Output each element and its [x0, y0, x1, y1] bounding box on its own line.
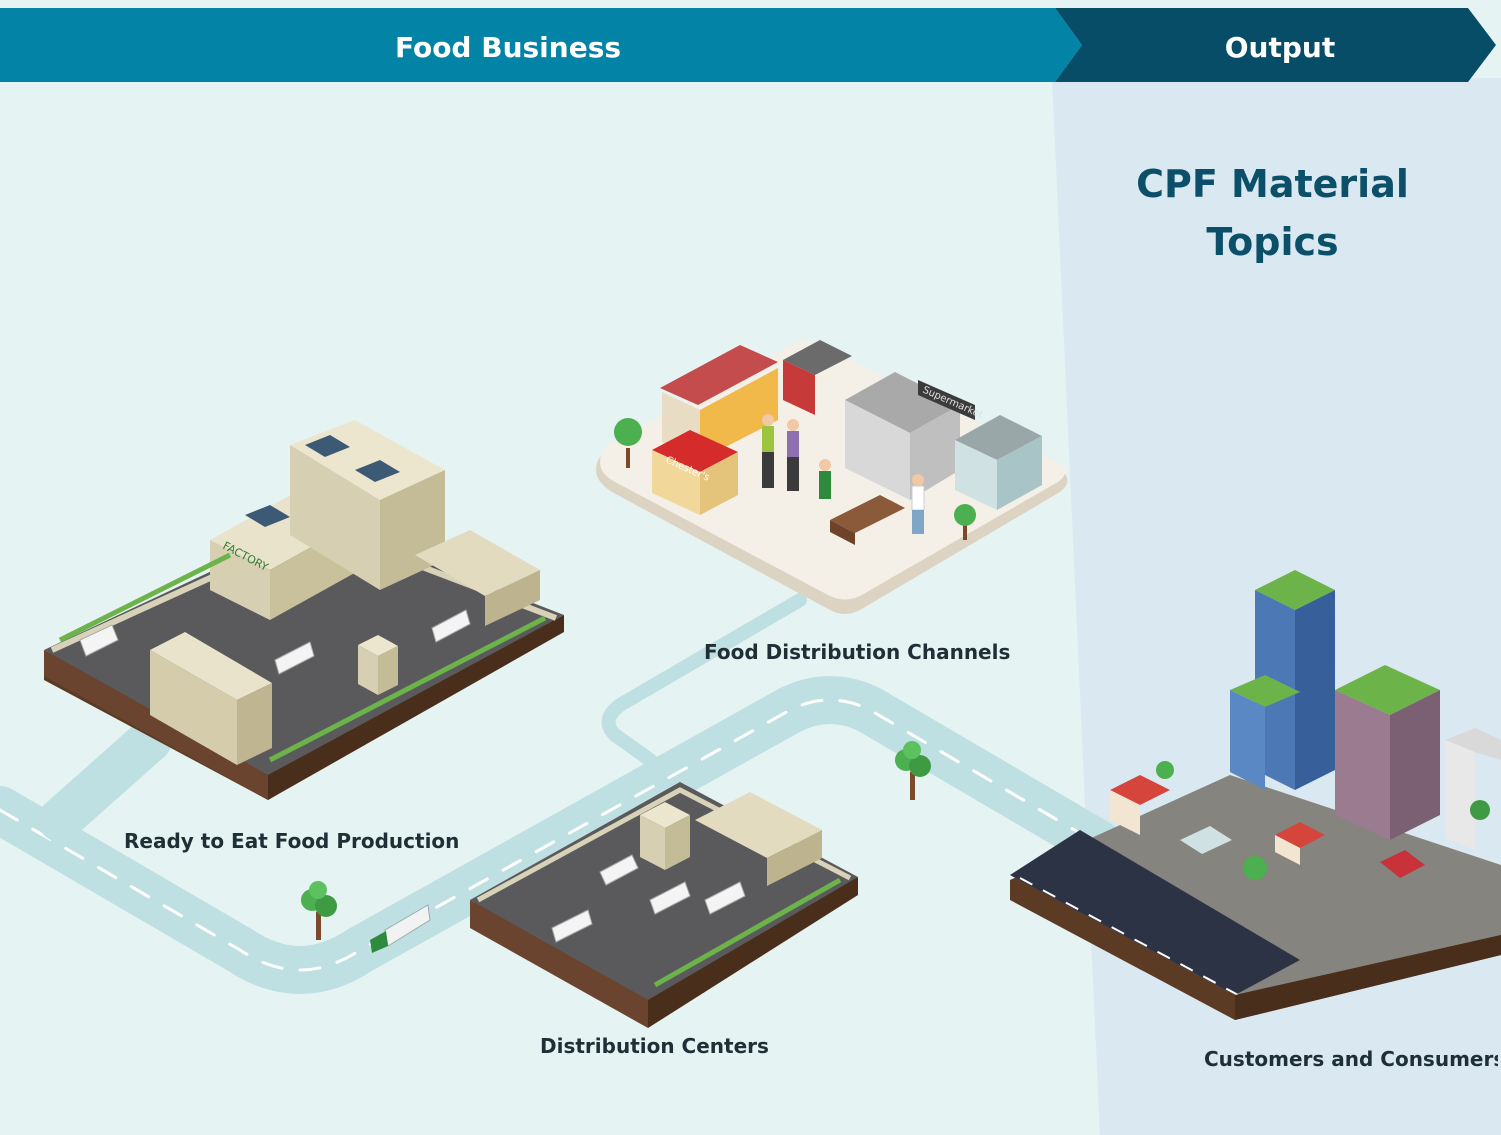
channels-caption: Food Distribution Channels [704, 640, 1011, 664]
food-business-label: Food Business [394, 31, 622, 64]
output-title-line1: CPF Material [1136, 162, 1409, 206]
customers-caption: Customers and Consumers [1204, 1047, 1498, 1071]
roadside-trees [301, 741, 931, 940]
output-title-line2: Topics [1206, 220, 1339, 264]
output-panel-title: CPF Material Topics [1100, 155, 1445, 271]
customers-platform [1010, 570, 1501, 1020]
road-network [0, 593, 1124, 994]
distribution-caption: Distribution Centers [540, 1034, 769, 1058]
output-banner [1055, 8, 1496, 82]
distribution-platform [470, 782, 858, 1028]
output-label: Output [1224, 31, 1336, 64]
road-truck [370, 904, 431, 953]
production-platform: FACTORY [44, 420, 564, 800]
production-caption: Ready to Eat Food Production [124, 829, 460, 853]
food-business-banner [0, 8, 1082, 82]
channels-platform: Chester's Supermarket [596, 340, 1068, 614]
